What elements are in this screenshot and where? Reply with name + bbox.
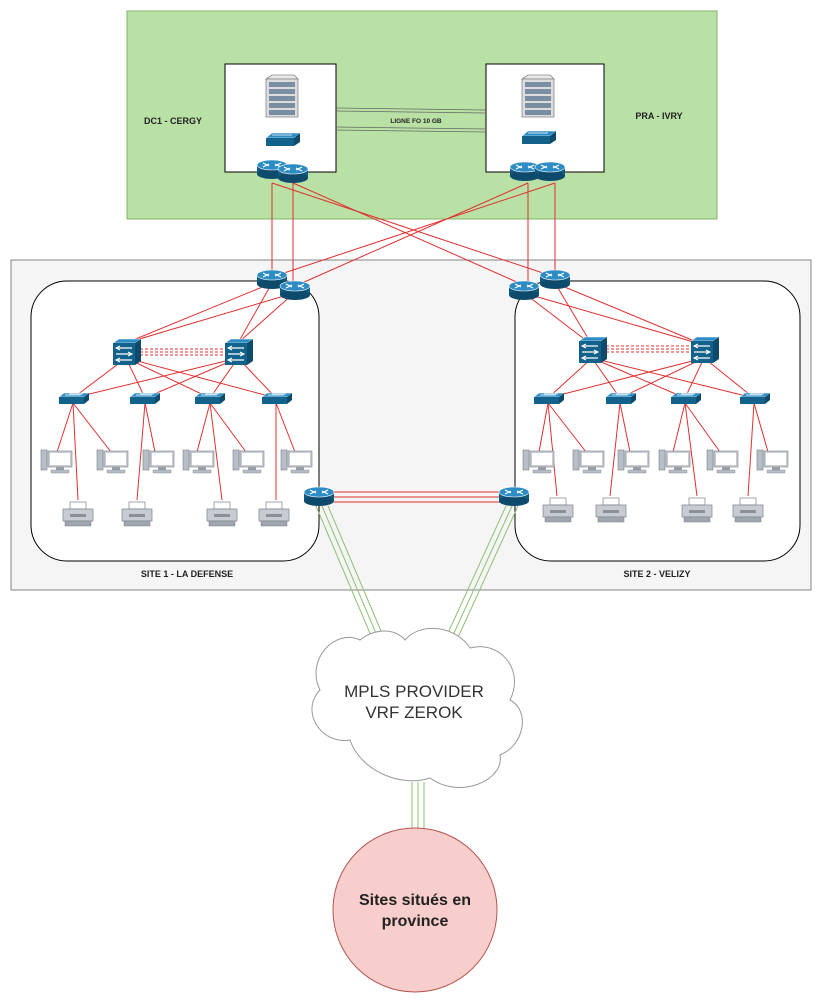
site2-l3-switch-icon-b [690,336,720,364]
pra-server-rack-icon [521,74,555,118]
dc-to-campus-links [271,182,556,288]
site2-ha-link [606,345,690,353]
site1-access-switch-icon-3 [194,392,226,405]
inter-site-link [334,491,500,503]
fiber-link-label: LIGNE FO 10 GB [390,118,442,125]
site2-access-switch-icon-2 [605,392,637,405]
site1-wan-router-icon [303,486,335,507]
site2-router-icon-a [508,280,540,301]
fiber-link [335,107,487,133]
site1-router-icon-b [279,280,311,301]
site2-lan-links [523,282,769,497]
pra-core-switch-icon [521,130,557,145]
site2-wan-router-icon [498,486,530,507]
datacenter-zone [126,10,718,220]
site2-l3-switch-icon-a [578,336,608,364]
site2-access-switch-icon-3 [670,392,702,405]
dc1-core-switch-icon [265,132,301,147]
province-sites-circle [332,827,498,993]
site1-ha-link [140,348,224,356]
site1-access-switch-icon-1 [58,392,90,405]
wan-links [315,505,519,828]
site1-lan-links [56,282,296,501]
site2-access-switch-icon-1 [533,392,565,405]
site2-access-switch-icon-4 [739,392,771,405]
province-label-line1: Sites situés en [359,892,471,909]
dc1-server-rack-icon [265,74,299,118]
province-label-line2: province [382,913,449,930]
cloud-label-line1: MPLS PROVIDER [344,682,484,701]
pra-label: PRA - IVRY [635,111,682,121]
site1-l3-switch-icon-a [112,338,142,366]
site1-label: SITE 1 - LA DEFENSE [141,569,233,579]
site1-l3-switch-icon-b [224,338,254,366]
site2-label: SITE 2 - VELIZY [623,569,690,579]
dc1-router-icon-b [277,163,309,184]
site1-access-switch-icon-2 [129,392,161,405]
site2-router-icon-b [539,269,571,290]
cloud-label-line2: VRF ZEROK [365,703,463,722]
dc1-label: DC1 - CERGY [144,116,202,126]
pra-router-icon-b [534,161,566,182]
cloud-icon [311,627,523,788]
site1-access-switch-icon-4 [261,392,293,405]
